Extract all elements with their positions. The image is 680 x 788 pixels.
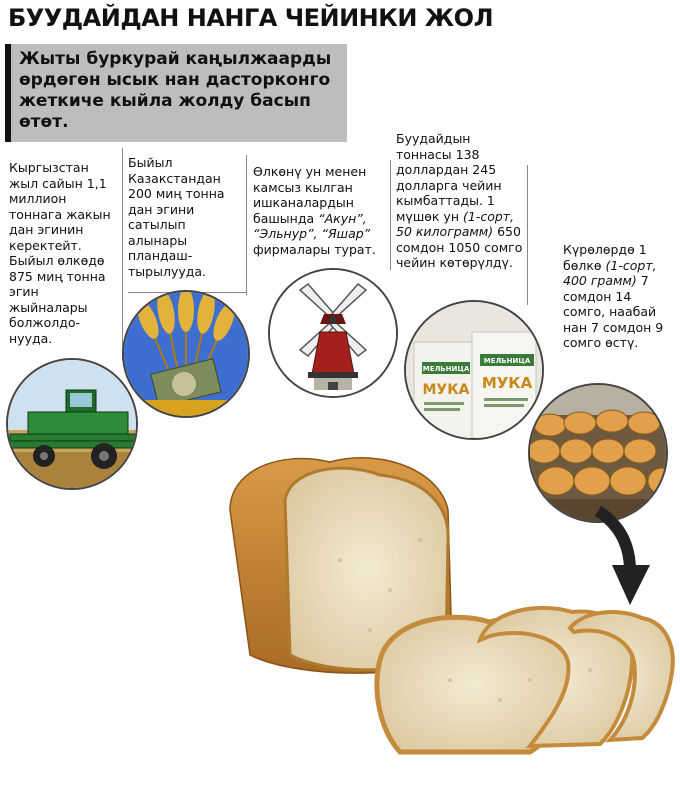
windmill-icon: [268, 268, 398, 398]
step-3-body-c: фирмалары турат.: [253, 241, 376, 257]
step-5-text: Күрөлөрдө 1 бөлкө (1-сорт, 400 грамм) 7 …: [563, 242, 673, 351]
step-3-text: Өлкөнү ун менен камсыз кылган ишканалард…: [253, 164, 388, 257]
step-3-brands: “Акун”, “Эльнур”, “Яшар”: [253, 210, 371, 242]
step-4-body-c: 650 сомдон 1050 сомго чейин көтөрүлдү.: [396, 224, 523, 270]
step-4-text: Буудайдын тоннасы 138 доллардан 245 долл…: [396, 131, 526, 271]
step-1-guide: [122, 148, 123, 360]
flour-sacks-icon: МЕЛЬНИЦА МЕЛЬНИЦА МУКА МУКА: [404, 300, 544, 440]
flour-brand-right: МЕЛЬНИЦА: [484, 357, 531, 365]
flow-arrow-icon: [594, 505, 650, 605]
subtitle-text: Жыты буркурай каңылжаарды өрдөгөн ысык н…: [19, 49, 332, 132]
flour-brand-left: МЕЛЬНИЦА: [423, 365, 470, 373]
page-title: БУУДАЙДАН НАНГА ЧЕЙИНКИ ЖОЛ: [8, 4, 494, 32]
step-3-guide: [390, 160, 391, 270]
flour-product-left: МУКА: [422, 382, 469, 398]
step-4-body-a: Буудайдын тоннасы 138 доллардан 245 долл…: [396, 131, 502, 224]
bread-loaf-icon: [229, 457, 675, 755]
step-3-body-a: Өлкөнү ун менен камсыз кылган ишканалард…: [253, 164, 367, 226]
step-4-guide: [527, 165, 528, 305]
combine-harvester-icon: [6, 358, 138, 490]
subtitle-accent-bar: [5, 44, 11, 142]
step-2-guide: [246, 155, 247, 295]
step-1-text: Кыргызстан жыл сайын 1,1 миллион тоннага…: [9, 160, 121, 346]
step-2-text: Быйыл Казакстандан 200 миң тонна дан эги…: [128, 155, 246, 279]
step-5-body-a: Күрөлөрдө 1 бөлкө: [563, 242, 647, 273]
step-5-body-c: 7 сомдон 14 сомго, наабай нан 7 сомдон 9…: [563, 273, 664, 350]
step-2-body: Быйыл Казакстандан 200 миң тонна дан эги…: [128, 155, 225, 279]
wheat-dollar-icon: [122, 290, 250, 418]
step-4-spec: (1-сорт, 50 килограмм): [396, 208, 515, 240]
step-5-spec: (1-сорт, 400 грамм): [563, 257, 657, 289]
flour-product-right: МУКА: [482, 374, 533, 392]
step-1-body: Кыргызстан жыл сайын 1,1 миллион тоннага…: [9, 160, 111, 346]
subtitle-box: Жыты буркурай каңылжаарды өрдөгөн ысык н…: [5, 44, 347, 142]
